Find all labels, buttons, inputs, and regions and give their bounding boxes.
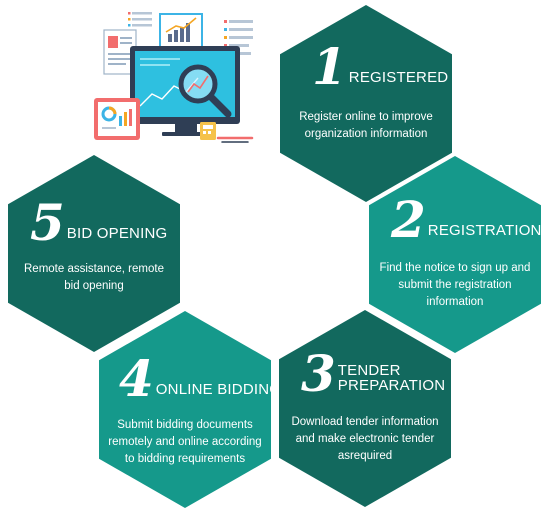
step-2-number: 2 [391,190,426,249]
trend-chart-card-icon [159,13,203,49]
step-4-hexagon: 4 ONLINE BIDDING Submit bidding document… [99,311,271,508]
step-1-heading: 1 REGISTERED [312,37,449,96]
step-2-heading: 2 REGISTRATION [391,190,542,249]
step-1-number: 1 [312,37,347,96]
step-3-heading: 3 TENDER PREPARATION [301,344,448,403]
step-2-title: REGISTRATION [427,222,542,239]
step-5-heading: 5 BID OPENING [30,193,168,252]
calculator-icon [200,122,216,140]
bar-list-icon [128,12,152,27]
step-1-hexagon: 1 REGISTERED Register online to improve … [280,5,452,202]
step-3-hexagon: 3 TENDER PREPARATION Download tender inf… [279,310,451,507]
computer-analytics-illustration [94,12,254,143]
step-3-description: Download tender information and make ele… [291,416,439,462]
pen-icon [216,136,254,143]
step-5-number: 5 [30,193,65,252]
step-1-title: REGISTERED [348,69,449,86]
step-4-description: Submit bidding documents remotely and on… [108,419,262,465]
step-5-description: Remote assistance, remote bid opening [24,263,164,292]
step-4-heading: 4 ONLINE BIDDING [119,349,282,408]
step-2-hexagon: 2 REGISTRATION Find the notice to sign u… [369,156,541,353]
step-3-number: 3 [301,344,336,403]
step-4-number: 4 [119,349,154,408]
step-2-description: Find the notice to sign up and submit th… [379,262,531,308]
step-1-description: Register online to improve organization … [299,111,433,140]
step-3-title: TENDER PREPARATION [337,362,446,394]
tablet-chart-icon [94,98,140,140]
step-5-title: BID OPENING [66,225,168,242]
step-4-title: ONLINE BIDDING [155,381,282,398]
step-5-hexagon: 5 BID OPENING Remote assistance, remote … [8,155,180,352]
magnifier-icon [178,64,232,118]
